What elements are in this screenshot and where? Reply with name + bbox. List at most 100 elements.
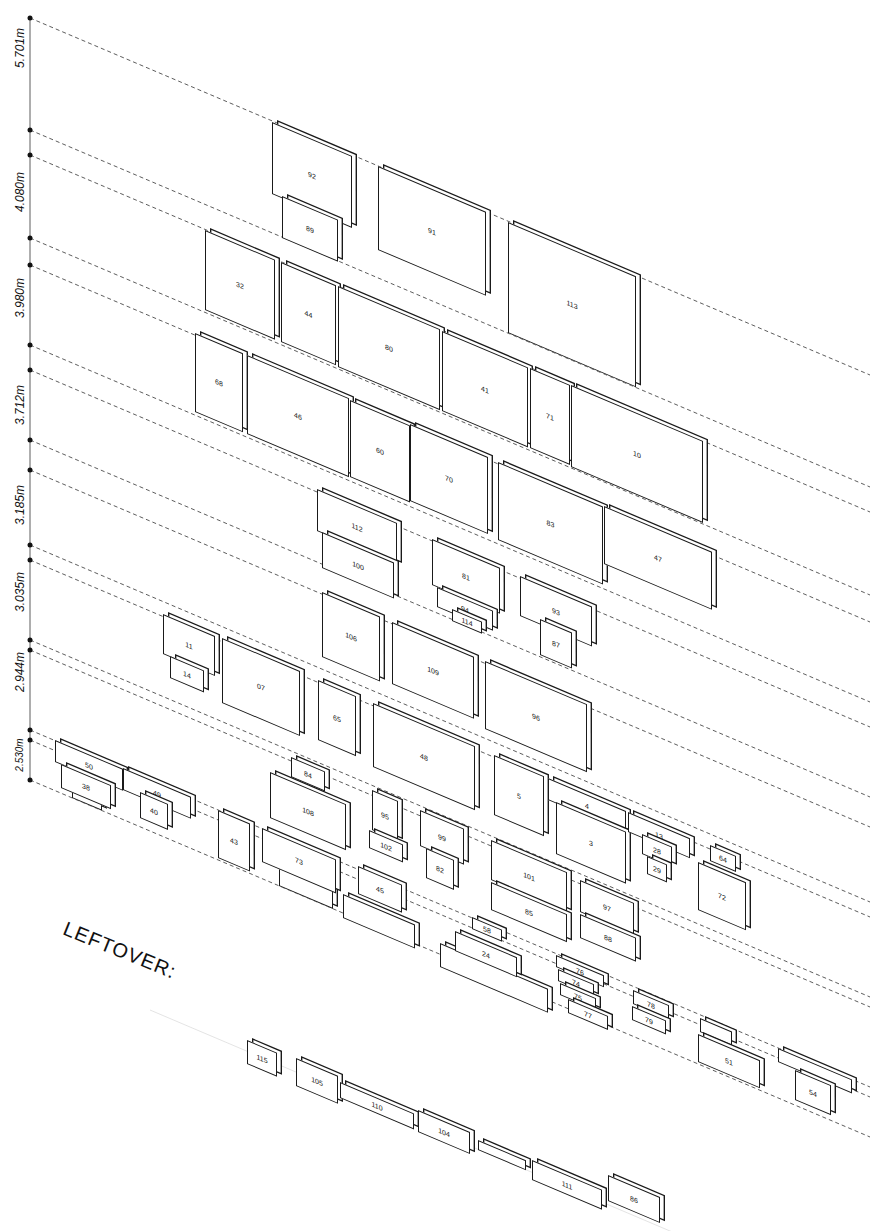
panel-number: 32 bbox=[236, 280, 244, 290]
panel-number: 3 bbox=[589, 839, 593, 848]
panel-number: 88 bbox=[604, 933, 612, 943]
panel-number: 87 bbox=[552, 639, 560, 649]
panel-number: 73 bbox=[295, 856, 303, 866]
panel-number: 46 bbox=[294, 411, 302, 421]
panel-box: 5 bbox=[494, 755, 544, 836]
panel-number: 49 bbox=[153, 788, 161, 798]
panel-number: 99 bbox=[438, 832, 446, 842]
panel-number: 72 bbox=[718, 891, 726, 901]
panel-box: 47 bbox=[604, 506, 712, 610]
panel-number: 75 bbox=[574, 991, 582, 1001]
height-label: 3.980m bbox=[13, 276, 27, 320]
panel-number: 68 bbox=[215, 378, 223, 388]
height-label: 2.530m bbox=[14, 736, 26, 773]
height-label: 3.185m bbox=[13, 483, 27, 527]
panel-number: 112 bbox=[351, 521, 362, 533]
panel-box: 58 bbox=[472, 917, 502, 942]
height-label: 3.035m bbox=[13, 570, 27, 614]
height-label: 3.712m bbox=[13, 383, 27, 427]
panel-number: 64 bbox=[719, 853, 727, 863]
panel-box: 111 bbox=[532, 1160, 602, 1210]
panel-number: 95 bbox=[381, 810, 389, 820]
panel-number: 92 bbox=[308, 170, 316, 180]
panel-number: 4 bbox=[585, 801, 589, 810]
panel-number: 102 bbox=[380, 840, 392, 852]
panel-number: 07 bbox=[257, 682, 265, 692]
offcut-panel bbox=[478, 1140, 526, 1170]
panel-number: 96 bbox=[532, 711, 540, 721]
panel-number: 28 bbox=[653, 845, 661, 855]
panel-number: 60 bbox=[376, 446, 384, 456]
panel-box: 48 bbox=[373, 703, 475, 810]
panel-box: 80 bbox=[338, 286, 440, 410]
panel-number: 86 bbox=[630, 1194, 638, 1204]
panel-number: 110 bbox=[371, 1100, 382, 1112]
panel-box: 109 bbox=[392, 622, 474, 719]
panel-number: 48 bbox=[420, 751, 428, 761]
panel-number: 85 bbox=[525, 907, 533, 917]
panel-number: 11 bbox=[185, 640, 192, 650]
panel-number: 78 bbox=[647, 999, 655, 1009]
panel-number: 38 bbox=[82, 781, 90, 791]
panel-number: 65 bbox=[333, 713, 341, 723]
panel-number: 13 bbox=[655, 830, 663, 840]
panel-box: 60 bbox=[350, 400, 410, 502]
panel-box: 41 bbox=[442, 331, 528, 448]
height-label: 2.944m bbox=[13, 650, 27, 694]
panel-number: 5 bbox=[517, 791, 521, 800]
panel-box: 32 bbox=[205, 230, 275, 340]
panel-number: 84 bbox=[304, 769, 312, 779]
panel-number: 77 bbox=[584, 1009, 592, 1019]
panel-number: 81 bbox=[462, 571, 470, 581]
height-label: 5.701m bbox=[13, 26, 27, 70]
panel-box: 51 bbox=[698, 1034, 760, 1088]
panel-number: 115 bbox=[256, 1052, 267, 1064]
panel-box: 46 bbox=[247, 355, 349, 477]
panel-number: 108 bbox=[302, 805, 314, 817]
panel-box: 91 bbox=[378, 166, 486, 296]
panel-box: 86 bbox=[608, 1175, 660, 1223]
section-title: LEFTOVER: bbox=[58, 917, 181, 984]
panel-box: 113 bbox=[508, 222, 636, 387]
panel-number: 89 bbox=[306, 224, 314, 234]
panel-number: 101 bbox=[523, 870, 535, 882]
panel-box: 96 bbox=[485, 661, 587, 772]
panel-number: 14 bbox=[183, 669, 191, 679]
panel-number: 50 bbox=[85, 760, 93, 770]
panel-number: 113 bbox=[566, 299, 577, 311]
panel-box: 105 bbox=[296, 1058, 338, 1104]
panel-number: 97 bbox=[603, 902, 611, 912]
panel-box: 45 bbox=[358, 866, 402, 913]
panel-box: 07 bbox=[222, 638, 300, 736]
panel-box: 24 bbox=[455, 931, 517, 977]
panel-box: 104 bbox=[418, 1110, 470, 1154]
panel-box: 68 bbox=[195, 333, 243, 432]
panel-number: 111 bbox=[562, 1179, 573, 1191]
panel-number: 74 bbox=[572, 977, 580, 987]
panel-number: 58 bbox=[483, 924, 491, 934]
panel-number: 43 bbox=[230, 836, 238, 846]
panel-number: 83 bbox=[547, 518, 555, 528]
panel-number: 40 bbox=[150, 806, 158, 816]
panel-box: 54 bbox=[795, 1070, 831, 1115]
panel-number: 100 bbox=[352, 559, 364, 571]
panel-number: 10 bbox=[633, 449, 641, 459]
panel-box: 72 bbox=[698, 862, 746, 930]
panel-box: 83 bbox=[498, 462, 603, 585]
height-label: 4.080m bbox=[13, 170, 27, 214]
panel-number: 104 bbox=[438, 1126, 450, 1138]
panel-number: 93 bbox=[552, 606, 560, 616]
panel-number: 41 bbox=[481, 384, 489, 394]
panel-number: 51 bbox=[725, 1056, 733, 1066]
panel-number: 47 bbox=[654, 553, 662, 563]
panel-box: 110 bbox=[340, 1082, 414, 1129]
panel-number: 82 bbox=[436, 864, 444, 874]
panel-number: 45 bbox=[376, 884, 384, 894]
panel-number: 91 bbox=[428, 226, 436, 236]
panel-number: 29 bbox=[653, 864, 661, 874]
panel-number: 80 bbox=[385, 343, 393, 353]
panel-number: 71 bbox=[546, 411, 554, 421]
panel-number: 44 bbox=[305, 309, 313, 319]
